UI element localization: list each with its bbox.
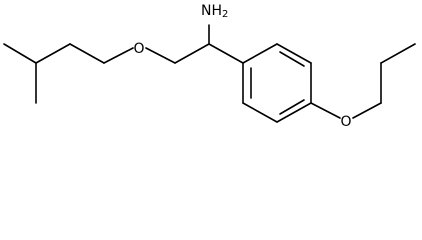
ring-bond-e (242, 102, 278, 123)
bond-c6-c7 (174, 43, 210, 64)
ether-oxygen-label: O (133, 41, 144, 57)
ring-bond-d (276, 102, 312, 123)
bond-o1-c6 (145, 47, 176, 64)
amine-label: NH2 (201, 3, 228, 20)
molecule-structure-diagram: O NH2 O (3, 3, 416, 130)
ring-double-bond-3 (279, 99, 305, 115)
ring-bond-a (242, 43, 278, 64)
bond-c2-c4 (35, 43, 71, 64)
bond-c5-o1 (103, 47, 134, 64)
bond-c7-ring (208, 43, 244, 64)
ring-bond-b (276, 43, 312, 64)
bond-c4-c5 (69, 43, 105, 64)
phenoxy-oxygen-label: O (340, 114, 351, 130)
ring-double-bond-2 (279, 51, 305, 67)
bond-ring-o2 (310, 102, 341, 119)
bond-c1-c2 (3, 43, 37, 64)
amine-subscript: 2 (222, 9, 228, 20)
amine-symbol: NH (201, 3, 222, 19)
bond-c9-c10 (380, 43, 416, 64)
bond-o2-c8 (352, 102, 382, 119)
